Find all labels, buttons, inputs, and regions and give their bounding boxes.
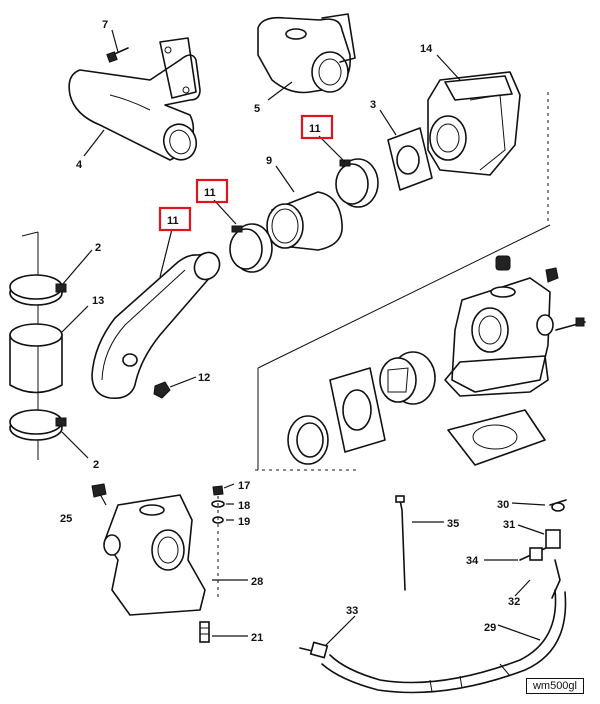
seal-ring: [287, 415, 329, 465]
hose-sleeve-part-9: [266, 191, 343, 251]
stud-part-21: [199, 621, 210, 643]
callout-11-left: 11: [167, 215, 179, 227]
highlight-box-11-middle: [195, 178, 229, 204]
callout-2-top: 2: [95, 242, 101, 254]
nut-part-12: [153, 381, 171, 399]
callout-31: 31: [503, 519, 515, 531]
callout-29: 29: [484, 622, 496, 634]
callout-2-bottom: 2: [93, 459, 99, 471]
callout-21: 21: [251, 632, 263, 644]
housing-part-5: [257, 13, 356, 94]
sensor-part-33: [299, 641, 329, 659]
clamp-part-2-bottom: [9, 409, 67, 441]
callout-30: 30: [497, 499, 509, 511]
callout-25: 25: [60, 513, 72, 525]
leader-lines: [61, 29, 546, 647]
exhaust-elbow-part-14: [427, 71, 521, 176]
callout-32: 32: [508, 596, 520, 608]
clamp-part-2-top: [9, 274, 67, 306]
gasket-square: [329, 367, 386, 453]
callout-labels: 7 4 5 14 3 11 9 11 11 2 13 12 2 17 18 19…: [60, 19, 520, 644]
callout-33: 33: [346, 605, 358, 617]
callout-12: 12: [198, 372, 210, 384]
callout-17: 17: [238, 480, 250, 492]
dipstick-part-35: [395, 495, 406, 591]
highlight-box-11-top: [300, 114, 334, 140]
middle-group-frame: [255, 92, 551, 471]
callout-11-top: 11: [309, 123, 321, 135]
thermostat: [379, 351, 436, 405]
callout-28: 28: [251, 576, 263, 588]
callout-4: 4: [76, 159, 83, 171]
callout-19: 19: [238, 516, 250, 528]
housing-part-28: [103, 494, 206, 616]
t-pipe-part-4: [68, 37, 201, 161]
figure-code-label: wm500gl: [525, 678, 584, 694]
cap-part-25: [91, 483, 107, 498]
callout-34: 34: [466, 555, 479, 567]
callout-13: 13: [92, 295, 104, 307]
tubing-part-29: [321, 589, 567, 694]
callout-18: 18: [238, 500, 250, 512]
fittings-group: [519, 499, 567, 599]
clamp-part-11-middle: [229, 223, 273, 273]
callout-3: 3: [370, 99, 376, 111]
callout-9: 9: [266, 155, 272, 167]
gasket-part-3: [387, 127, 433, 191]
callout-11-middle: 11: [204, 187, 216, 199]
callout-35: 35: [447, 518, 459, 530]
callout-14: 14: [420, 43, 433, 55]
hose-part-13: [9, 323, 63, 394]
bolt-part-7: [106, 47, 129, 63]
callout-7: 7: [102, 19, 108, 31]
callout-5: 5: [254, 103, 260, 115]
gasket-flange: [447, 409, 546, 466]
bent-pipe-part-11: [91, 251, 221, 400]
thermostat-housing: [444, 255, 586, 397]
clamp-part-11-right: [335, 158, 379, 208]
highlight-box-11-left: [158, 206, 192, 232]
fasteners-17-18-19: [211, 485, 225, 600]
